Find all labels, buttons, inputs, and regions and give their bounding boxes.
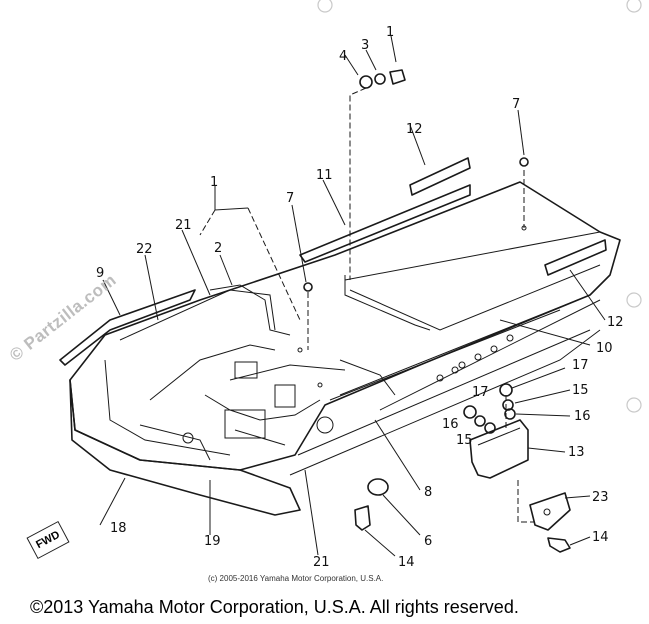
watermark-mark (626, 292, 642, 308)
callout-7: 7 (286, 191, 294, 206)
callout-9: 9 (96, 266, 104, 281)
bolt-assembly-top (344, 35, 406, 280)
callout-14-bottom: 14 (398, 555, 415, 570)
rivet-7 (291, 109, 529, 350)
callout-4: 3 (361, 38, 369, 53)
callout-12-top: 12 (406, 122, 423, 137)
callout-12-right: 12 (607, 315, 624, 330)
watermark-mark (317, 0, 333, 13)
bracket-13 (463, 367, 571, 523)
callout-labels: 1 3 4 7 12 11 1 7 21 2 22 9 12 10 17 15 … (96, 25, 624, 570)
callout-1: 1 (210, 175, 218, 190)
copyright-small-text: (c) 2005-2016 Yamaha Motor Corporation, … (208, 574, 384, 583)
callout-6: 6 (424, 534, 432, 549)
callout-11: 11 (316, 168, 333, 183)
callout-2: 2 (214, 241, 222, 256)
main-frame (69, 181, 621, 516)
callout-19: 19 (204, 534, 221, 549)
callout-8: 8 (424, 485, 432, 500)
callout-15-right: 15 (572, 383, 589, 398)
watermark-mark (626, 0, 642, 13)
callout-15-left: 15 (456, 433, 473, 448)
copyright-text: ©2013 Yamaha Motor Corporation, U.S.A. A… (30, 597, 519, 617)
callout-18: 18 (110, 521, 127, 536)
trim-strips (59, 157, 607, 366)
callout-21-top: 21 (175, 218, 192, 233)
callout-21-bottom: 21 (313, 555, 330, 570)
callout-14-right: 14 (592, 530, 609, 545)
callout-13: 13 (568, 445, 585, 460)
callout-23: 23 (592, 490, 609, 505)
leader-lines (99, 124, 606, 556)
callout-16-left: 16 (442, 417, 459, 432)
callout-16-right: 16 (574, 409, 591, 424)
callout-5: 4 (339, 49, 347, 64)
callout-17-right: 17 (572, 358, 589, 373)
callout-10: 10 (596, 341, 613, 356)
callout-22: 22 (136, 242, 153, 257)
callout-17-left: 17 (472, 385, 489, 400)
watermark-mark (626, 397, 642, 413)
callout-7-top: 7 (512, 97, 520, 112)
callout-3: 1 (386, 25, 394, 40)
bracket-23 (354, 478, 591, 557)
